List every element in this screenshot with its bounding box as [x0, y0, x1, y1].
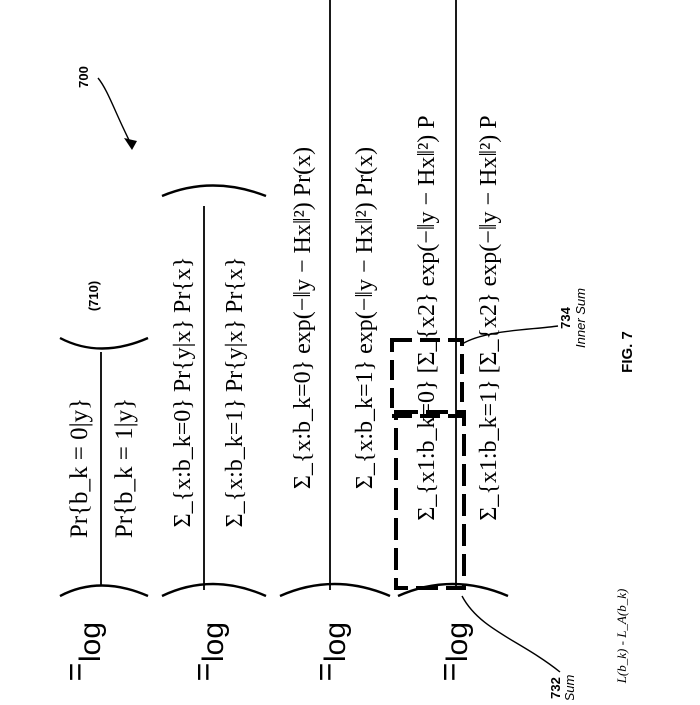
log-label-3: log [319, 622, 352, 662]
paren-open-3 [279, 582, 391, 598]
outer-sum-label: Sum [562, 674, 577, 700]
denominator-2: Σ_{x:b_k=1} Pr{y|x} Pr{x} [222, 257, 248, 528]
lhs-expression: L(b_k) - L_A(b_k) [614, 589, 629, 685]
denominator-1: Pr{b_k = 1|y} [111, 398, 138, 538]
inner-sum-ref: 734 [558, 306, 573, 328]
equation-line-3: = log Σ_{x:b_k=0} exp(−‖y − Hx‖²) Pr(x) … [279, 0, 391, 682]
paren-open-1 [59, 584, 149, 598]
inner-sum-label: Inner Sum [573, 288, 588, 348]
log-label-2: log [197, 622, 230, 662]
equation-number: (710) [86, 281, 101, 311]
outer-sum-dashed-box [394, 410, 466, 590]
denominator-4: Σ_{x1:b_k=1} [Σ_{x2} exp(−‖y − Hx‖²) P [476, 115, 502, 520]
figure-caption: FIG. 7 [619, 331, 636, 373]
inner-sum-dashed-box [390, 338, 464, 418]
equals-sign-1: = [57, 663, 93, 682]
paren-open-4 [397, 582, 509, 598]
ref-700-arrow [97, 77, 133, 147]
equation-line-4: = log Σ_{x1:b_k=0} [Σ_{x2} exp(−‖y − Hx‖… [390, 0, 509, 682]
outer-sum-leader [461, 595, 561, 673]
log-label-1: log [74, 622, 107, 662]
inner-sum-leader [461, 325, 559, 345]
numerator-3: Σ_{x:b_k=0} exp(−‖y − Hx‖²) Pr(x) [290, 147, 316, 489]
equation-line-2: = log Σ_{x:b_k=0} Pr{y|x} Pr{x} Σ_{x:b_k… [161, 184, 267, 682]
equals-sign-3: = [307, 663, 343, 682]
equation-line-1: = log Pr{b_k = 0|y} Pr{b_k = 1|y} [57, 336, 149, 682]
ref-700-label: 700 [76, 66, 91, 88]
denominator-3: Σ_{x:b_k=1} exp(−‖y − Hx‖²) Pr(x) [352, 147, 378, 489]
log-label-4: log [441, 622, 474, 662]
paren-close-2 [161, 184, 267, 198]
paren-open-2 [161, 582, 267, 598]
paren-close-1 [59, 336, 149, 350]
numerator-2: Σ_{x:b_k=0} Pr{y|x} Pr{x} [170, 257, 196, 528]
ref-700-arrowhead [124, 138, 137, 150]
numerator-1: Pr{b_k = 0|y} [66, 398, 93, 538]
equals-sign-4: = [431, 663, 467, 682]
equals-sign-2: = [185, 663, 221, 682]
outer-sum-ref: 732 [548, 677, 563, 699]
numerator-4: Σ_{x1:b_k=0} [Σ_{x2} exp(−‖y − Hx‖²) P [414, 115, 440, 520]
